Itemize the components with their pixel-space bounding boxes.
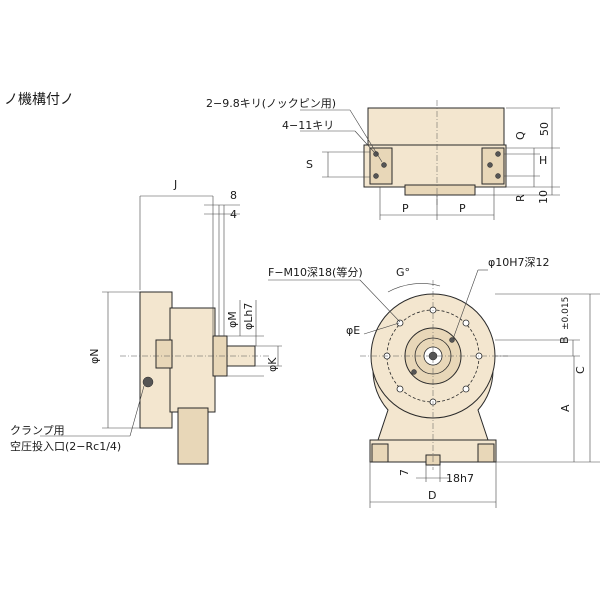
dim-phiK: φK	[266, 357, 279, 372]
dim-P-right: P	[459, 202, 466, 215]
ref-hole-label: φ10H7深12	[488, 256, 550, 269]
dim-S: S	[306, 158, 313, 171]
dim-Q: Q	[514, 131, 527, 140]
left-block	[369, 147, 393, 185]
pin-hole	[487, 162, 493, 168]
tapped-label: F−M10深18(等分)	[268, 265, 363, 279]
clamp-port-label-1: クランプ用	[10, 424, 65, 437]
dim-8: 8	[230, 189, 237, 202]
tapped-hole	[396, 385, 404, 393]
dim-phiM: φM	[226, 311, 239, 328]
front-right-foot	[477, 443, 495, 463]
dim-P-left: P	[402, 202, 409, 215]
air-port	[142, 376, 154, 388]
front-left-foot	[371, 443, 389, 463]
pin-hole-label: 2−9.8キリ(ノックピン用)	[206, 97, 336, 110]
dim-A: A	[559, 404, 572, 412]
dim-7: 7	[398, 469, 411, 476]
top-view: 2−9.8キリ(ノックピン用) 4−11キリ S 50 Q H R 10 P P	[206, 97, 560, 220]
top-base	[404, 184, 476, 196]
right-block	[481, 147, 505, 185]
top-plate	[367, 107, 505, 149]
dim-B-tol: ±0.015	[561, 297, 571, 330]
dim-H: H	[539, 154, 547, 167]
angle-G: G°	[396, 266, 410, 279]
tapped-hole	[462, 385, 470, 393]
dim-10: 10	[537, 190, 550, 204]
bolt-hole	[495, 173, 501, 179]
dim-phiN: φN	[88, 349, 101, 365]
dim-B: B	[558, 336, 571, 344]
dim-phiLh7: φLh7	[242, 303, 255, 330]
side-lower-block	[177, 407, 209, 465]
bolt-hole	[495, 151, 501, 157]
dim-18h7: 18h7	[446, 472, 474, 485]
dim-4: 4	[230, 208, 237, 221]
pin-hole	[449, 337, 455, 343]
dim-C: C	[574, 366, 587, 374]
dim-50: 50	[538, 122, 551, 136]
pin-hole	[411, 369, 417, 375]
side-spindle	[155, 339, 173, 369]
tapped-hole	[396, 319, 404, 327]
side-view: J 8 4 φM φLh7 φK φN クランプ用 空圧投入口(2−Rc1/4)	[10, 178, 282, 465]
clamp-port-label-2: 空圧投入口(2−Rc1/4)	[10, 439, 121, 453]
front-view: F−M10深18(等分) G° φ10H7深12 φE B ±0.015 C A…	[268, 256, 600, 508]
dim-J: J	[173, 178, 177, 191]
tapped-hole	[462, 319, 470, 327]
bolt-hole	[373, 173, 379, 179]
page-title: ノ機構付ノ	[4, 92, 74, 108]
pin-hole	[381, 162, 387, 168]
side-body	[169, 307, 216, 413]
dim-D: D	[428, 489, 436, 502]
dim-R: R	[514, 194, 527, 202]
bolt-hole	[373, 151, 379, 157]
bolt-hole-label: 4−11キリ	[282, 119, 334, 132]
dim-phiE: φE	[346, 324, 360, 337]
